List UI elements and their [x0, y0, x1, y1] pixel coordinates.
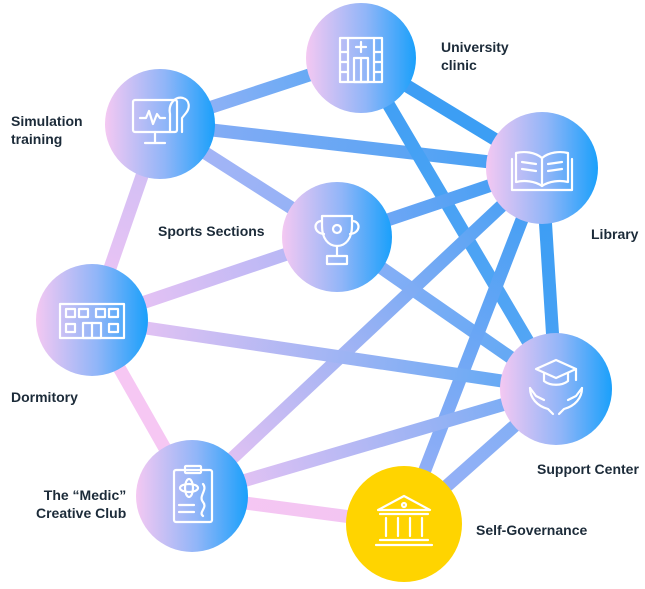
- clipboard-icon: [172, 464, 214, 524]
- building-icon: [58, 302, 126, 340]
- edge-medic-support: [190, 382, 558, 503]
- label-sports: Sports Sections: [158, 223, 265, 239]
- open-book-icon: [510, 150, 574, 192]
- label-simulation: Simulation training: [11, 113, 83, 147]
- monitor-mannequin-icon: [131, 96, 190, 145]
- edge-dormitory-support: [91, 313, 557, 396]
- institution-icon: [374, 494, 434, 547]
- node-medic[interactable]: [136, 440, 248, 552]
- label-selfgov: Self-Governance: [476, 522, 588, 538]
- edge-library-selfgov: [397, 165, 549, 527]
- node-clinic[interactable]: [306, 3, 416, 113]
- trophy-icon: [314, 214, 360, 266]
- label-medic: The “Medic” Creative Club: [36, 487, 127, 521]
- node-sports[interactable]: [282, 182, 392, 292]
- node-simulation[interactable]: [105, 69, 215, 179]
- hospital-icon: [338, 36, 384, 84]
- edge-clinic-support: [355, 54, 562, 393]
- label-support: Support Center: [537, 461, 639, 477]
- node-support[interactable]: [500, 333, 612, 445]
- node-dormitory[interactable]: [36, 264, 148, 376]
- edge-library-medic: [187, 163, 547, 501]
- node-library[interactable]: [486, 112, 598, 224]
- edge-simulation-library: [159, 117, 543, 175]
- graduation-hands-icon: [528, 358, 584, 416]
- label-library: Library: [591, 226, 639, 242]
- label-clinic: University clinic: [441, 39, 509, 73]
- node-selfgov[interactable]: [346, 466, 462, 582]
- label-dormitory: Dormitory: [11, 389, 78, 405]
